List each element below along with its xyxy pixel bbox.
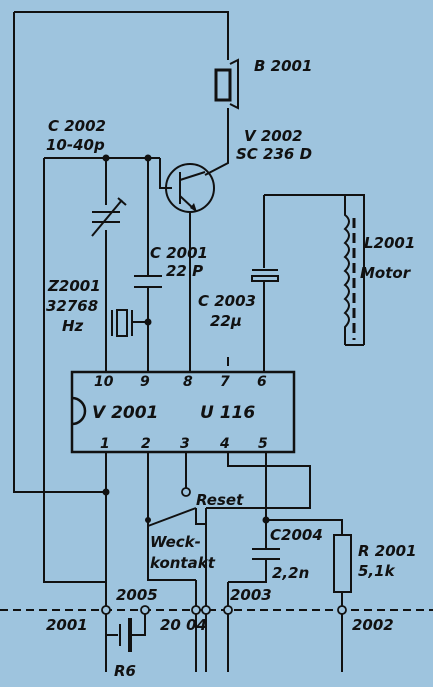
buzzer-b2001 — [214, 58, 239, 110]
c2001-ref-label: C 2001 — [150, 244, 208, 262]
c2004-ref-label: C2004 — [270, 526, 323, 544]
transistor-v2002 — [165, 163, 215, 213]
b2001-label: B 2001 — [254, 57, 312, 75]
z2001-ref-label: Z2001 — [47, 277, 101, 295]
v2002-type-label: SC 236 D — [236, 145, 312, 163]
c2003-value-label: 22µ — [210, 312, 242, 330]
wires — [13, 11, 365, 672]
ic-pin-6-label: 6 — [257, 374, 267, 390]
node-2004-label: 20 04 — [160, 616, 207, 634]
l2001-name-label: Motor — [360, 264, 412, 282]
node-2003-label: 2003 — [230, 586, 272, 604]
c2002-ref-label: C 2002 — [48, 117, 106, 135]
capacitor-c2003 — [251, 269, 279, 282]
c2001-value-label: 22 P — [166, 262, 203, 280]
reset-label: Reset — [196, 491, 244, 509]
ic-pin-1-label: 1 — [100, 436, 110, 452]
ic-pin-3-label: 3 — [180, 436, 190, 452]
ic-pin-9-label: 9 — [140, 374, 150, 390]
edge-terminals — [101, 605, 347, 615]
z2001-freq-label: 32768 — [46, 297, 98, 315]
ic-pin-2-label: 2 — [141, 436, 151, 452]
trimmer-capacitor-c2002 — [91, 197, 127, 237]
ic-pin-4-label: 4 — [219, 436, 230, 452]
r2001-value-label: 5,1k — [358, 562, 396, 580]
ic-type-label: U 116 — [200, 403, 255, 423]
c2003-ref-label: C 2003 — [198, 292, 256, 310]
motor-coil-l2001 — [343, 195, 356, 345]
ic-pin-5-label: 5 — [258, 436, 268, 452]
weck-label-line2: kontakt — [150, 554, 216, 572]
capacitor-c2001 — [134, 275, 162, 288]
node-2005-label: 2005 — [116, 586, 158, 604]
junction-dots — [102, 154, 270, 524]
node-2001-label: 2001 — [46, 616, 88, 634]
crystal-z2001 — [105, 305, 133, 340]
l2001-ref-label: L2001 — [364, 234, 415, 252]
ic-pin-8-label: 8 — [183, 374, 193, 390]
ic-pin-10-label: 10 — [94, 374, 114, 390]
r2001-ref-label: R 2001 — [358, 542, 417, 560]
ic-v2001 — [70, 370, 296, 454]
battery-label: R6 — [114, 662, 136, 680]
c2002-value-label: 10-40p — [46, 136, 105, 154]
capacitor-c2004 — [252, 548, 280, 560]
v2002-ref-label: V 2002 — [244, 127, 303, 145]
z2001-unit-label: Hz — [62, 317, 84, 335]
ic-ref-label: V 2001 — [92, 403, 158, 423]
weck-label-line1: Weck- — [150, 533, 201, 551]
reset-terminal — [181, 487, 191, 497]
battery-r6 — [119, 618, 132, 652]
ic-pin-7-label: 7 — [220, 374, 230, 390]
alarm-contact-switch — [145, 507, 206, 527]
resistor-r2001 — [333, 534, 352, 593]
node-2002-label: 2002 — [352, 616, 394, 634]
c2004-value-label: 2,2n — [272, 564, 309, 582]
